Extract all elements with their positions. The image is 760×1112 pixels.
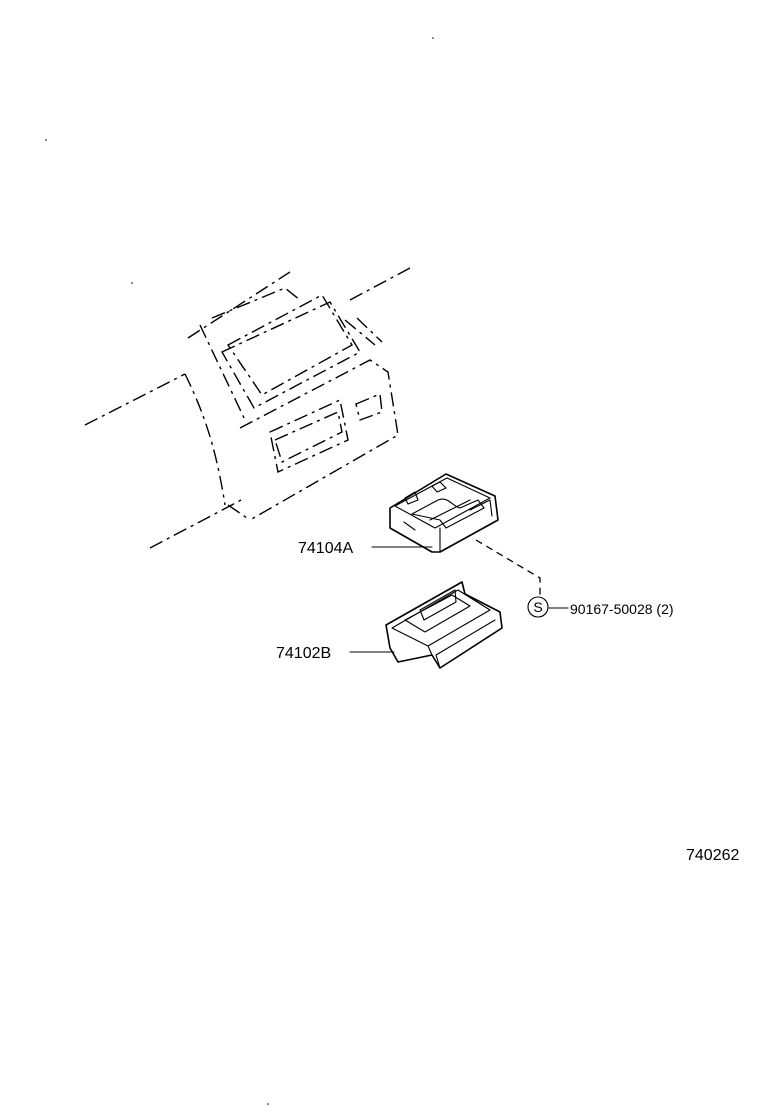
screw-leader-line	[475, 539, 541, 596]
ashtray-part-number: 74102B	[276, 645, 331, 662]
phantom-vehicle-outline	[84, 267, 411, 549]
bracket-part-number: 74104A	[298, 540, 353, 557]
bracket-part	[389, 473, 499, 553]
screw-symbol: S	[527, 596, 549, 618]
screw-symbol-letter: S	[533, 599, 542, 615]
figure-code: 740262	[686, 847, 739, 864]
console-panel	[221, 294, 399, 521]
screw-part-number: 90167-50028 (2)	[570, 601, 674, 617]
ashtray-part	[385, 581, 503, 669]
scan-specks	[45, 37, 434, 1105]
